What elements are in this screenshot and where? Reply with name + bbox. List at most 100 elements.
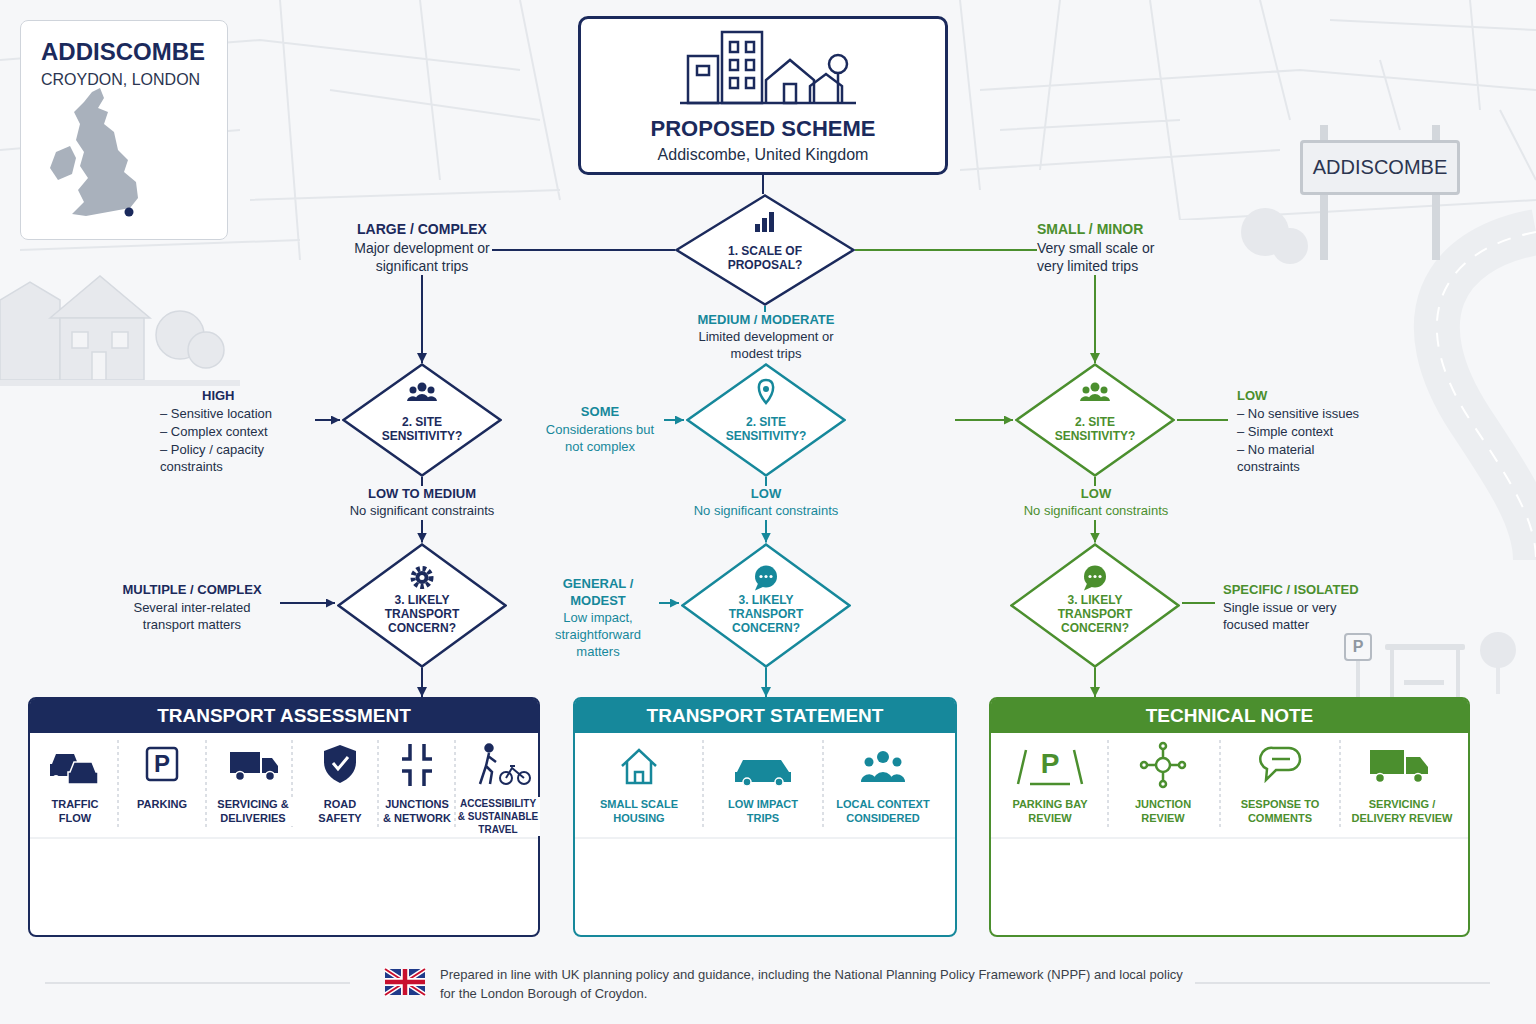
diamond-shape [1017, 365, 1174, 476]
icon-part [769, 574, 772, 577]
icon-part [410, 387, 417, 394]
input-note: – Complex context [160, 424, 310, 441]
statement-icons [622, 750, 905, 786]
branch-label: SMALL / MINOR [1037, 220, 1197, 238]
bus-stop-part [1345, 634, 1371, 660]
branch-description: No significant constraints [666, 503, 866, 520]
place-sign-part [1300, 140, 1460, 195]
footer-note: Prepared in line with UK planning policy… [440, 966, 1200, 1004]
icon-part [1091, 383, 1100, 392]
house-illustration-part [72, 332, 88, 348]
location-box-part [125, 208, 134, 217]
scheme-illustration-part-part [697, 66, 709, 75]
flow-connector [855, 250, 1095, 363]
road-illustration-part [1437, 232, 1536, 560]
decision-icon [759, 380, 773, 403]
decision-question: 3. LIKELY TRANSPORT CONCERN? [1045, 593, 1145, 636]
side-arrows-part [955, 419, 1013, 421]
statement-icons-part-part [893, 758, 902, 767]
diamond-text: 2. SITE SENSITIVITY? [372, 415, 472, 444]
flow-connector [1094, 477, 1096, 543]
technical-note-icons-part [1160, 781, 1166, 787]
bus-stop-part [1456, 650, 1460, 698]
flow-connector [1094, 668, 1096, 698]
flow-connector [421, 477, 423, 543]
assessment-icons-part-part [53, 775, 59, 781]
bus-stop-part [1404, 680, 1444, 685]
house-illustration-part [188, 332, 224, 368]
scheme-illustration-part-part [829, 55, 847, 73]
tree-illustration-part [1496, 664, 1500, 694]
icon-part [763, 386, 769, 392]
icon-part [1084, 583, 1093, 590]
house-illustration-part [0, 282, 60, 380]
diamond-shape [677, 196, 854, 305]
decision-icon [407, 383, 437, 402]
input-note: – Sensitive location [160, 406, 310, 423]
statement-icons-part [775, 778, 783, 786]
scheme-illustration-part-part [722, 32, 762, 103]
union-flag [385, 969, 425, 995]
input-label: LOW [1237, 388, 1317, 405]
diamond-shape [688, 365, 845, 476]
branch-description: No significant constraints [996, 503, 1196, 520]
decision-icon [413, 568, 431, 586]
decision-diamond: 3. LIKELY TRANSPORT CONCERN? [337, 543, 507, 668]
panel-ground-part [573, 697, 957, 937]
decision-icon [755, 565, 777, 590]
panel-ground-part-part [1108, 740, 1340, 828]
footer-rule-part [45, 983, 1490, 984]
technical-note-icons-part [1179, 762, 1185, 768]
flow-connector [765, 477, 767, 543]
statement-icons-part [622, 750, 656, 783]
statement-icons-part-part [861, 774, 875, 782]
icon-part [418, 383, 427, 392]
icon-part [1088, 394, 1102, 401]
box-text: ADDISCOMBECROYDON, LONDON [41, 37, 211, 93]
icon-part [420, 575, 425, 580]
house-illustration-part [0, 380, 240, 386]
road-illustration [1437, 232, 1536, 560]
diamond-shape [339, 544, 506, 666]
location-box-part [50, 146, 76, 180]
item-label: PARKING [122, 797, 202, 811]
decision-diamond: 1. SCALE OF PROPOSAL? [675, 194, 855, 306]
technical-note-icons-part [1376, 774, 1385, 783]
item-label: SERVICING & DELIVERIES [211, 797, 295, 826]
outcome-panel: TRANSPORT STATEMENT [573, 697, 957, 937]
item-label: ROAD SAFETY [307, 797, 373, 826]
panel-header: TRANSPORT ASSESSMENT [30, 699, 538, 733]
outcome-panel: TRANSPORT ASSESSMENT [28, 697, 540, 937]
side-arrows-part [1182, 602, 1215, 604]
sign-text: ADDISCOMBE [1303, 143, 1457, 192]
icon-part [415, 394, 429, 401]
scheme-illustration-part-part [766, 60, 814, 103]
scheme-illustration-part-part [680, 102, 856, 105]
icon-part [1093, 574, 1096, 577]
input-label: GENERAL / MODEST [551, 576, 646, 610]
technical-note-icons-part [1156, 758, 1170, 772]
flow-connector [765, 668, 767, 698]
bus-stop-part [1385, 644, 1465, 650]
panel-ground-part-part [703, 740, 823, 828]
statement-icons-part-part [891, 774, 905, 782]
item-label: SERVICING / DELIVERY REVIEW [1341, 797, 1463, 826]
decision-question: 2. SITE SENSITIVITY? [372, 415, 472, 444]
item-label: SESPONSE TO COMMENTS [1228, 797, 1332, 826]
panel-ground-part [30, 838, 1468, 839]
scheme-box: PROPOSED SCHEMEAddiscombe, United Kingdo… [578, 16, 948, 175]
assessment-icons-part-part [236, 772, 245, 781]
parking-letter: P [1030, 747, 1070, 781]
input-note: Single issue or very focused matter [1223, 600, 1343, 634]
house-illustration-part [60, 318, 144, 380]
decision-question: 3. LIKELY TRANSPORT CONCERN? [372, 593, 472, 636]
footer-rule [45, 983, 1490, 984]
technical-note-icons-part [1018, 750, 1082, 784]
diamond-shape [683, 544, 850, 666]
box-text: PROPOSED SCHEMEAddiscombe, United Kingdo… [581, 115, 945, 167]
branch-description: Limited development or modest trips [696, 329, 836, 363]
statement-icons-part-part [865, 758, 874, 767]
decision-diamond: 2. SITE SENSITIVITY? [1015, 363, 1175, 477]
icon-part [1083, 387, 1090, 394]
assessment-icons-part [480, 745, 530, 785]
